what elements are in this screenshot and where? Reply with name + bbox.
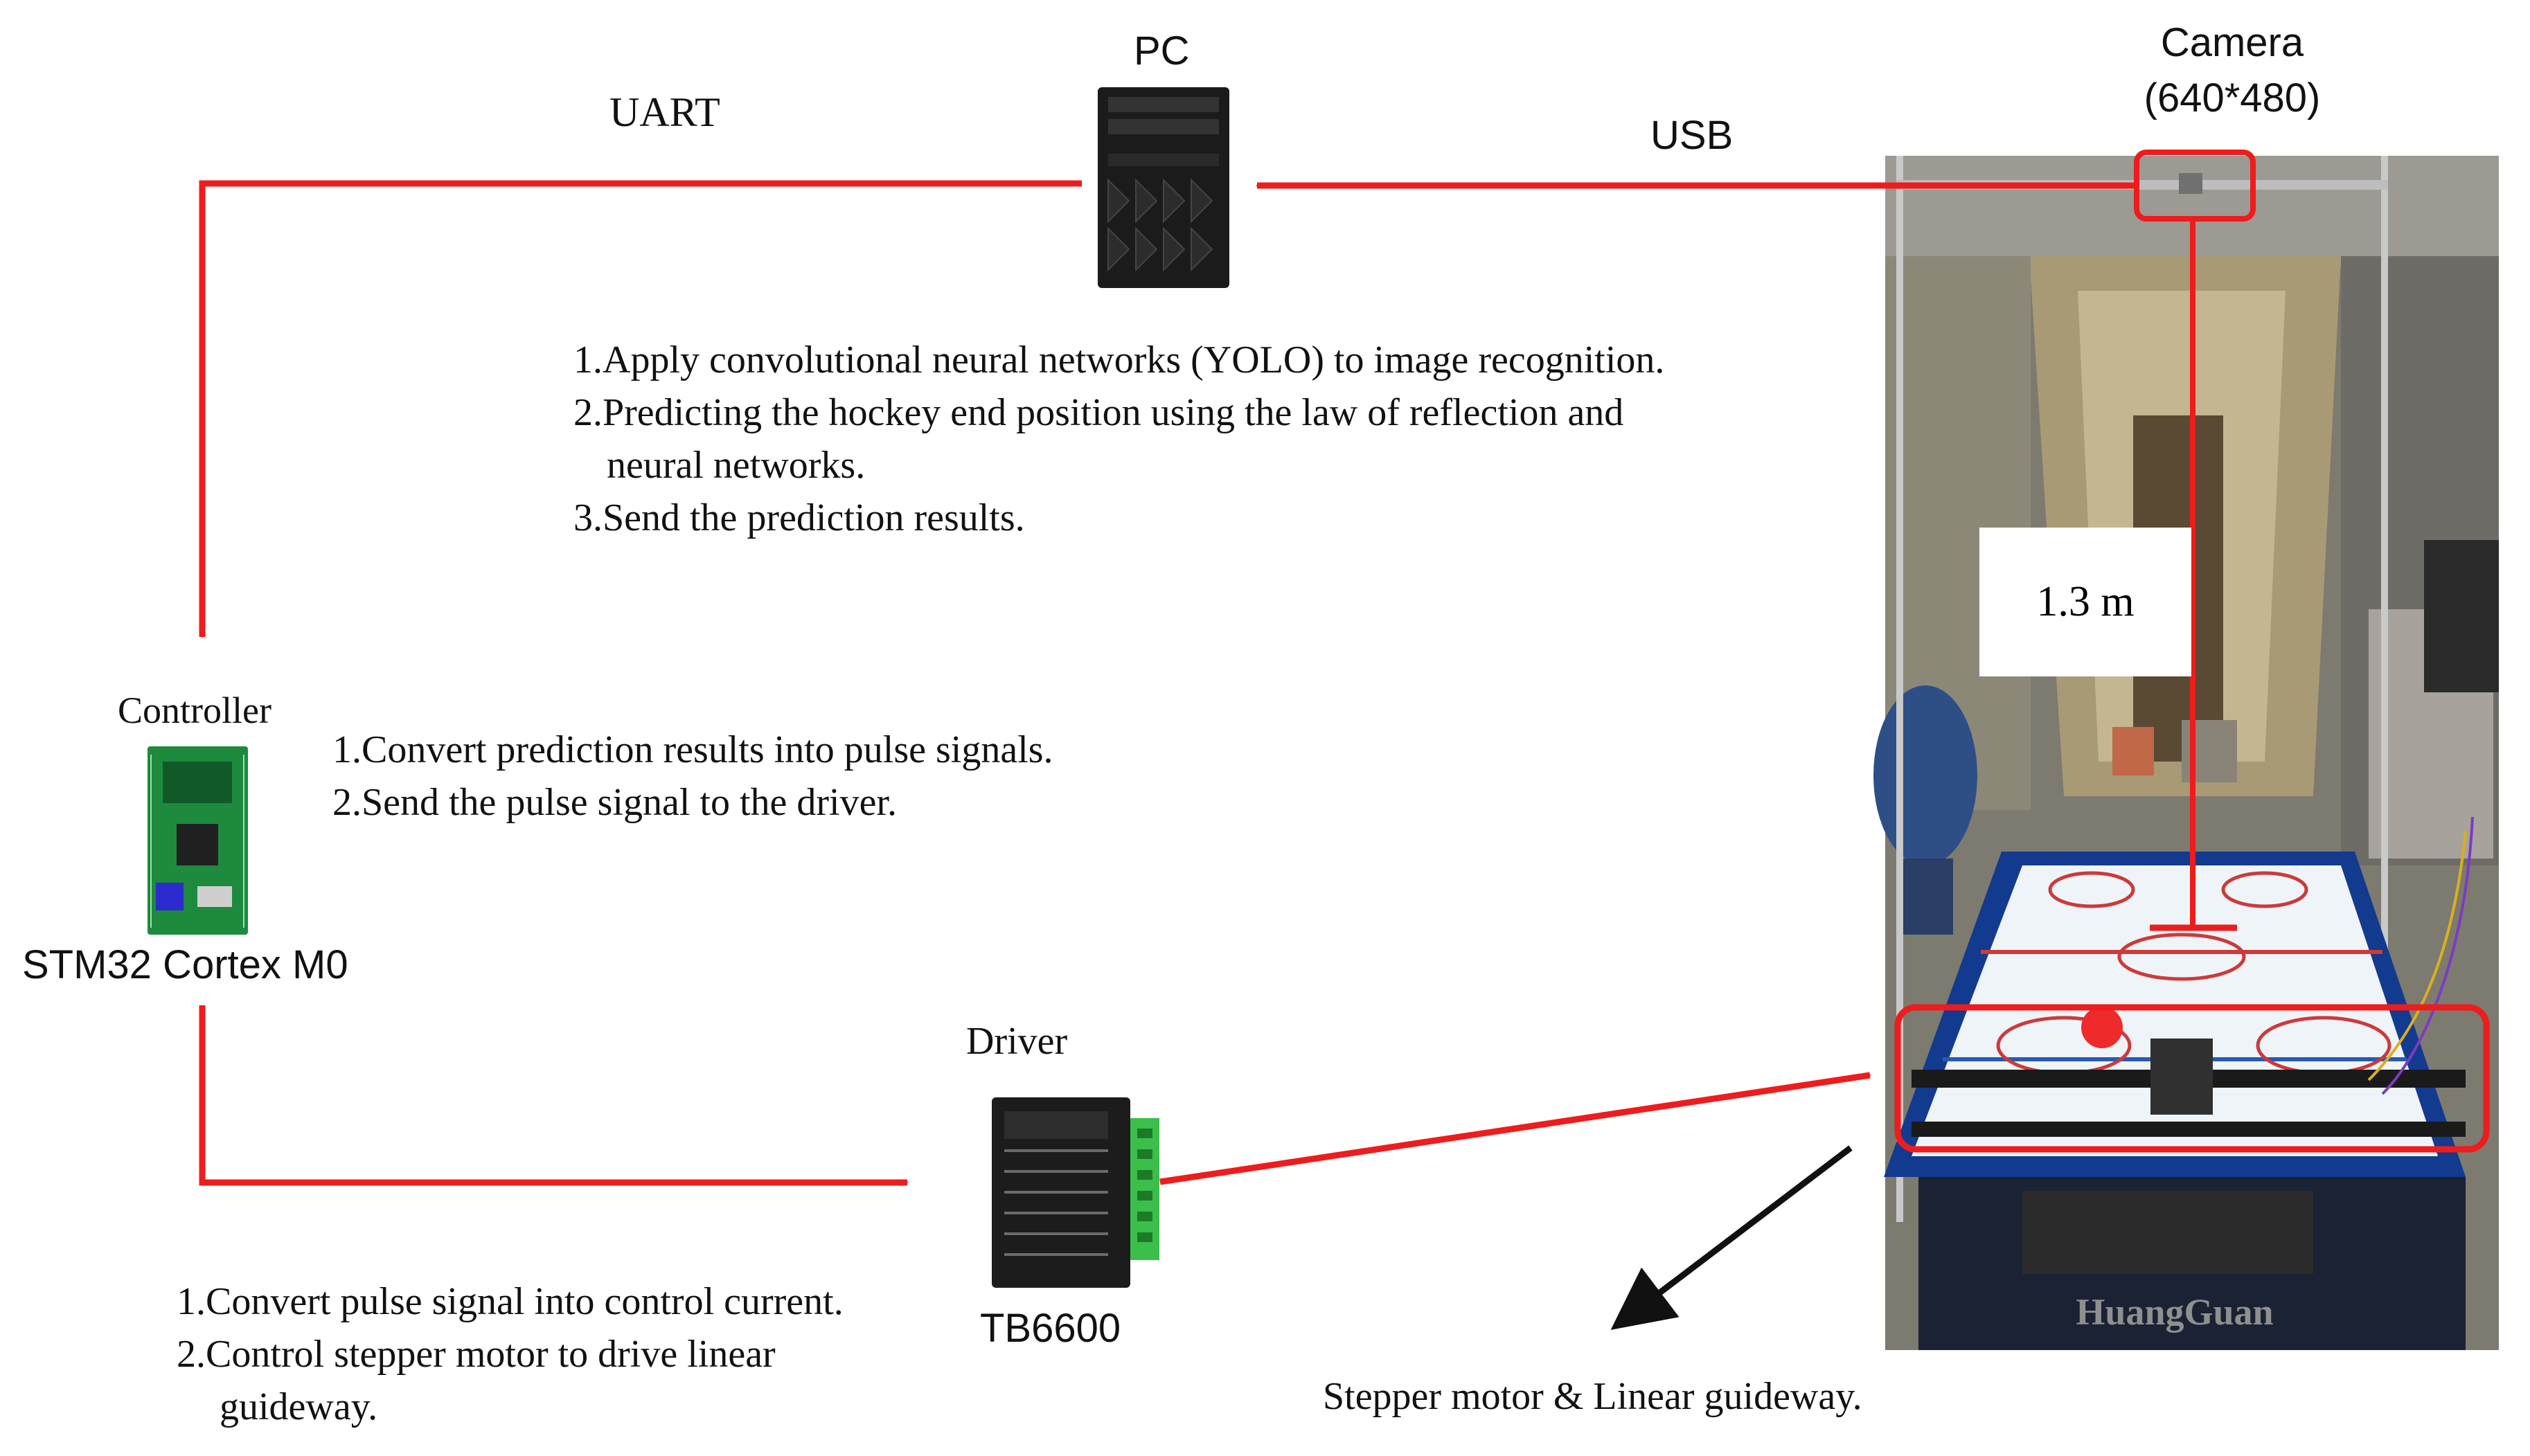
pc-label: PC	[1134, 28, 1190, 73]
pc-step-1: 1.Apply convolutional neural networks (Y…	[573, 339, 1665, 381]
controller-model: STM32 Cortex M0	[22, 942, 348, 987]
driver-label: Driver	[966, 1020, 1068, 1063]
arrow-driver-to-guideway	[1159, 1072, 1871, 1185]
controller-step-2: 2.Send the pulse signal to the driver.	[332, 781, 897, 824]
table-brand-text: HuangGuan	[2076, 1291, 2273, 1333]
driver-model: TB6600	[980, 1306, 1121, 1351]
camera-resolution: (640*480)	[2144, 75, 2321, 120]
pc-tower-icon	[1098, 87, 1229, 288]
controller-label: Controller	[118, 690, 271, 731]
usb-label: USB	[1650, 113, 1734, 158]
pc-step-2-cont: neural networks.	[607, 444, 866, 487]
uart-label: UART	[609, 89, 720, 135]
pc-steps: 1.Apply convolutional neural networks (Y…	[573, 334, 1664, 544]
camera-icon	[2179, 173, 2202, 194]
pc-step-3: 3.Send the prediction results.	[573, 496, 1025, 539]
stepper-driver-icon	[992, 1097, 1159, 1288]
circuit-board-icon	[148, 746, 248, 935]
driver-step-1: 1.Convert pulse signal into control curr…	[177, 1280, 844, 1323]
arrow-pc-to-controller	[199, 180, 1082, 638]
air-hockey-table-photo: HuangGuan	[1873, 156, 2499, 1350]
controller-steps: 1.Convert prediction results into pulse …	[332, 723, 1053, 829]
driver-steps: 1.Convert pulse signal into control curr…	[177, 1275, 844, 1433]
arrow-guideway-to-caption	[1610, 1145, 1853, 1330]
driver-step-2: 2.Control stepper motor to drive linear	[177, 1333, 776, 1376]
camera-label: Camera	[2160, 20, 2304, 65]
guideway-highlight-box	[1894, 1004, 2490, 1153]
motor-caption: Stepper motor & Linear guideway.	[1323, 1375, 1862, 1418]
controller-step-1: 1.Convert prediction results into pulse …	[332, 728, 1053, 771]
driver-step-2-cont: guideway.	[220, 1385, 378, 1428]
distance-label: 1.3 m	[1979, 528, 2191, 676]
pc-step-2: 2.Predicting the hockey end position usi…	[573, 391, 1624, 434]
arrow-controller-to-driver	[199, 1005, 909, 1186]
